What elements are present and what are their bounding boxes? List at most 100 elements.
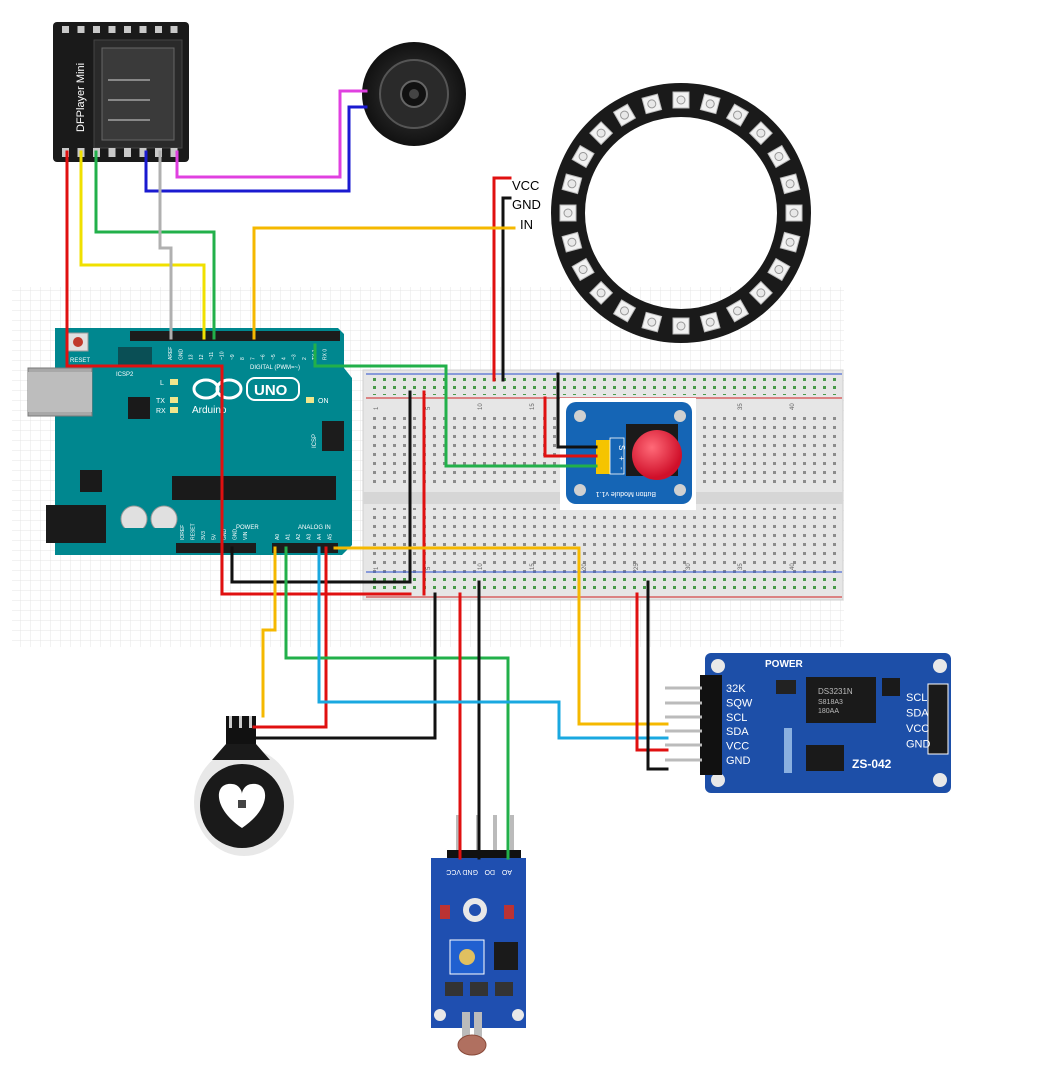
- digital-pin-label: ~5: [271, 354, 277, 360]
- digital-pin-label: AREF: [168, 347, 174, 360]
- digital-pin-label: 12: [199, 354, 205, 360]
- rtc-chip-label: DS3231N: [818, 687, 853, 696]
- ldr-pin-label: GND: [462, 868, 478, 875]
- rtc-chip-code1: S818A3: [818, 699, 843, 706]
- ring-led: [779, 231, 801, 253]
- power-pin-label: 5V: [212, 533, 218, 540]
- digital-pin-label: ~10: [220, 351, 226, 360]
- wire-ring-vcc-red: [492, 176, 512, 382]
- breadboard-column-number: 5: [426, 566, 432, 570]
- wire-rtc-scl-cyan: [317, 546, 669, 740]
- digital-pin-label: ~9: [230, 354, 236, 360]
- breadboard-column-number: 35: [738, 563, 744, 570]
- rtc-left-pin-label: SCL: [726, 712, 747, 724]
- power-pin-label: 3V3: [201, 531, 207, 540]
- ring-led: [612, 103, 637, 127]
- breadboard-column-number: 40: [790, 563, 796, 570]
- digital-header: [130, 331, 340, 341]
- power-header: [176, 543, 256, 553]
- wire-ring-in-orange: [252, 226, 516, 340]
- icsp2-label: ICSP2: [116, 372, 134, 378]
- dfplayer-label: DFPlayer Mini: [75, 63, 87, 132]
- ring-led: [612, 299, 637, 323]
- rtc-left-pin-label: SQW: [726, 697, 753, 709]
- ring-pin-in: IN: [520, 217, 533, 232]
- rtc-right-pin-label: SCL: [906, 692, 927, 704]
- breadboard-column-number: 40: [790, 403, 796, 410]
- button-pin-label: S: [617, 445, 626, 450]
- ring-led: [589, 280, 614, 305]
- digital-pin-label: 4: [281, 357, 287, 360]
- button-pin-label: -: [617, 467, 626, 470]
- power-pin-label: VIN: [243, 531, 249, 540]
- rtc-right-pin-label: SDA: [906, 708, 929, 720]
- ldr-pin-label: DO: [484, 868, 495, 875]
- wire-rtc-sda-orange: [333, 546, 669, 726]
- ring-led: [725, 299, 750, 323]
- power-pin-label: RESET: [191, 523, 197, 540]
- dfplayer-pin: [108, 148, 116, 157]
- digital-pin-label: GND: [178, 349, 184, 361]
- power-pin-label: GND: [222, 529, 228, 541]
- dfplayer-pin: [170, 148, 178, 157]
- wires: [65, 89, 669, 860]
- ldr-pin-label: AO: [501, 868, 512, 875]
- wire-speaker-blue: [144, 105, 368, 193]
- button-module: S+- Button Module v1.1: [560, 398, 696, 510]
- dfplayer-pin: [124, 148, 131, 157]
- button-module-label: Button Module v1.1: [596, 490, 656, 497]
- wire-rtc-gnd-black: [646, 580, 669, 771]
- ring-led: [672, 91, 690, 109]
- analog-pin-label: A1: [286, 534, 292, 540]
- ring-led: [767, 257, 791, 282]
- ring-led: [699, 93, 721, 115]
- breadboard-column-number: 10: [478, 563, 484, 570]
- button-pin-labels: S+-: [617, 445, 626, 470]
- analog-pin-label: A3: [307, 534, 313, 540]
- power-pin-label: GND: [233, 529, 239, 541]
- breadboard-column-number: 20: [582, 563, 588, 570]
- power-pin-label: IOREF: [180, 525, 186, 540]
- rtc-module: POWER DS3231N S818A3 180AA ZS-042 32KSQW…: [700, 653, 951, 793]
- wire-ring-gnd-black: [501, 196, 512, 382]
- rtc-pin-leads: [665, 686, 702, 762]
- rtc-left-pin-label: SDA: [726, 726, 749, 738]
- wire-pulse-signal-orange: [261, 546, 277, 718]
- breadboard-column-number: 15: [530, 563, 536, 570]
- ring-led: [559, 204, 577, 222]
- digital-pin-label: 13: [189, 354, 195, 360]
- dfplayer-pin: [124, 26, 131, 33]
- arduino-logo: [192, 377, 300, 401]
- wire-ldr-ao-green: [284, 546, 510, 860]
- push-button-cap[interactable]: [632, 430, 682, 480]
- wire-button-gnd-black: [556, 372, 598, 449]
- led-l-label: L: [160, 380, 164, 387]
- ring-led: [699, 311, 721, 333]
- ring-pin-vcc: VCC: [512, 178, 539, 193]
- icsp-label: ICSP: [312, 434, 318, 448]
- rtc-chip-code2: 180AA: [818, 708, 839, 715]
- digital-pin-label: 7: [250, 357, 256, 360]
- led-tx-label: TX: [156, 398, 165, 405]
- speaker: [362, 42, 466, 146]
- reset-label: RESET: [70, 358, 90, 364]
- breadboard-column-number: 15: [530, 403, 536, 410]
- ldr-pin-label: VCC: [446, 868, 461, 875]
- breadboard-column-number: 35: [738, 403, 744, 410]
- ring-led: [571, 144, 595, 169]
- breadboard-column-number: 25: [634, 563, 640, 570]
- wire-button-vcc-red: [543, 396, 598, 458]
- analog-label: ANALOG IN: [298, 525, 331, 531]
- dfplayer-mini: DFPlayer Mini: [53, 22, 189, 162]
- wire-df-gnd-gray: [158, 150, 173, 340]
- ring-led: [589, 121, 614, 146]
- arduino-brand: Arduino: [192, 405, 227, 416]
- ring-leds: [559, 91, 803, 335]
- wire-speaker-magenta: [175, 89, 368, 179]
- digital-label: DIGITAL (PWM=~): [250, 365, 300, 371]
- uno-label: UNO: [254, 382, 288, 399]
